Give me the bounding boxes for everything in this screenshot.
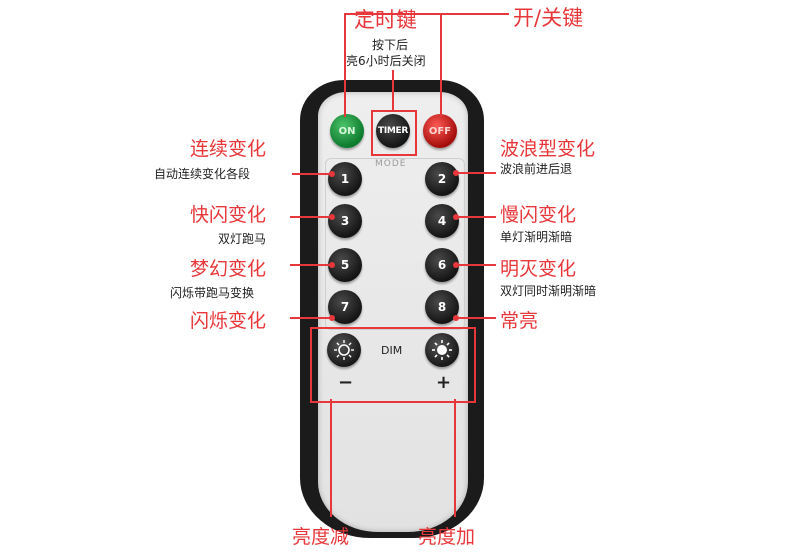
line-2: [456, 172, 496, 174]
line-3: [290, 216, 332, 218]
dot-8: [453, 315, 459, 321]
mode-button-3[interactable]: 3: [328, 204, 362, 238]
brightness-low-icon: [334, 340, 354, 360]
wave-change-sub: 波浪前进后退: [500, 162, 573, 176]
dot-4: [453, 214, 459, 220]
off-button[interactable]: OFF: [423, 114, 457, 148]
timer-note-line2: 亮6小时后关闭: [346, 54, 426, 68]
line-8: [456, 317, 496, 319]
plus-sign: +: [436, 372, 452, 393]
mode-button-1[interactable]: 1: [328, 162, 362, 196]
brightness-down-label: 亮度减: [292, 526, 350, 548]
dream-change-label: 梦幻变化: [190, 258, 267, 280]
continuous-change-sub: 自动连续变化各段: [154, 167, 251, 181]
dot-3: [329, 214, 335, 220]
on-button[interactable]: ON: [330, 114, 364, 148]
mode-panel: [325, 158, 465, 330]
brightness-up-label: 亮度加: [418, 526, 476, 548]
steady-on-label: 常亮: [500, 310, 539, 332]
wave-change-label: 波浪型变化: [500, 138, 596, 160]
on-connector: [344, 13, 346, 117]
mode-label: MODE: [375, 159, 407, 169]
fast-flash-label: 快闪变化: [190, 204, 267, 226]
dim-down-connector: [330, 399, 332, 517]
continuous-change-label: 连续变化: [190, 138, 267, 160]
line-1: [292, 173, 332, 175]
off-connector: [440, 13, 442, 117]
line-7: [290, 317, 332, 319]
timer-button[interactable]: TIMER: [376, 114, 410, 148]
fast-flash-sub: 双灯跑马: [218, 232, 267, 246]
line-5: [290, 264, 332, 266]
dim-up-connector: [454, 399, 456, 517]
dot-2: [453, 170, 459, 176]
slow-flash-sub: 单灯渐明渐暗: [500, 230, 573, 244]
mode-button-4[interactable]: 4: [425, 204, 459, 238]
dot-6: [453, 262, 459, 268]
timer-key-label: 定时键: [354, 8, 417, 32]
timer-connector: [392, 70, 394, 110]
minus-sign: −: [338, 372, 354, 393]
power-top-connector: [344, 13, 509, 15]
timer-highlight-box: [371, 110, 417, 156]
timer-note-line1: 按下后: [372, 38, 409, 52]
blink-change-label: 闪烁变化: [190, 310, 267, 332]
dot-1: [329, 171, 335, 177]
dim-highlight-box: [310, 327, 476, 403]
slow-flash-label: 慢闪变化: [500, 204, 577, 226]
fade-change-label: 明灭变化: [500, 258, 577, 280]
dream-change-sub: 闪烁带跑马变换: [170, 286, 255, 300]
dim-up-button[interactable]: [425, 333, 459, 367]
dot-5: [329, 262, 335, 268]
line-4: [456, 216, 496, 218]
dot-7: [329, 315, 335, 321]
mode-button-2[interactable]: 2: [425, 162, 459, 196]
line-6: [456, 264, 496, 266]
dim-down-button[interactable]: [327, 333, 361, 367]
brightness-high-icon: [432, 340, 452, 360]
dim-label: DIM: [381, 344, 403, 357]
power-key-label: 开/关键: [513, 6, 584, 30]
fade-change-sub: 双灯同时渐明渐暗: [500, 284, 597, 298]
